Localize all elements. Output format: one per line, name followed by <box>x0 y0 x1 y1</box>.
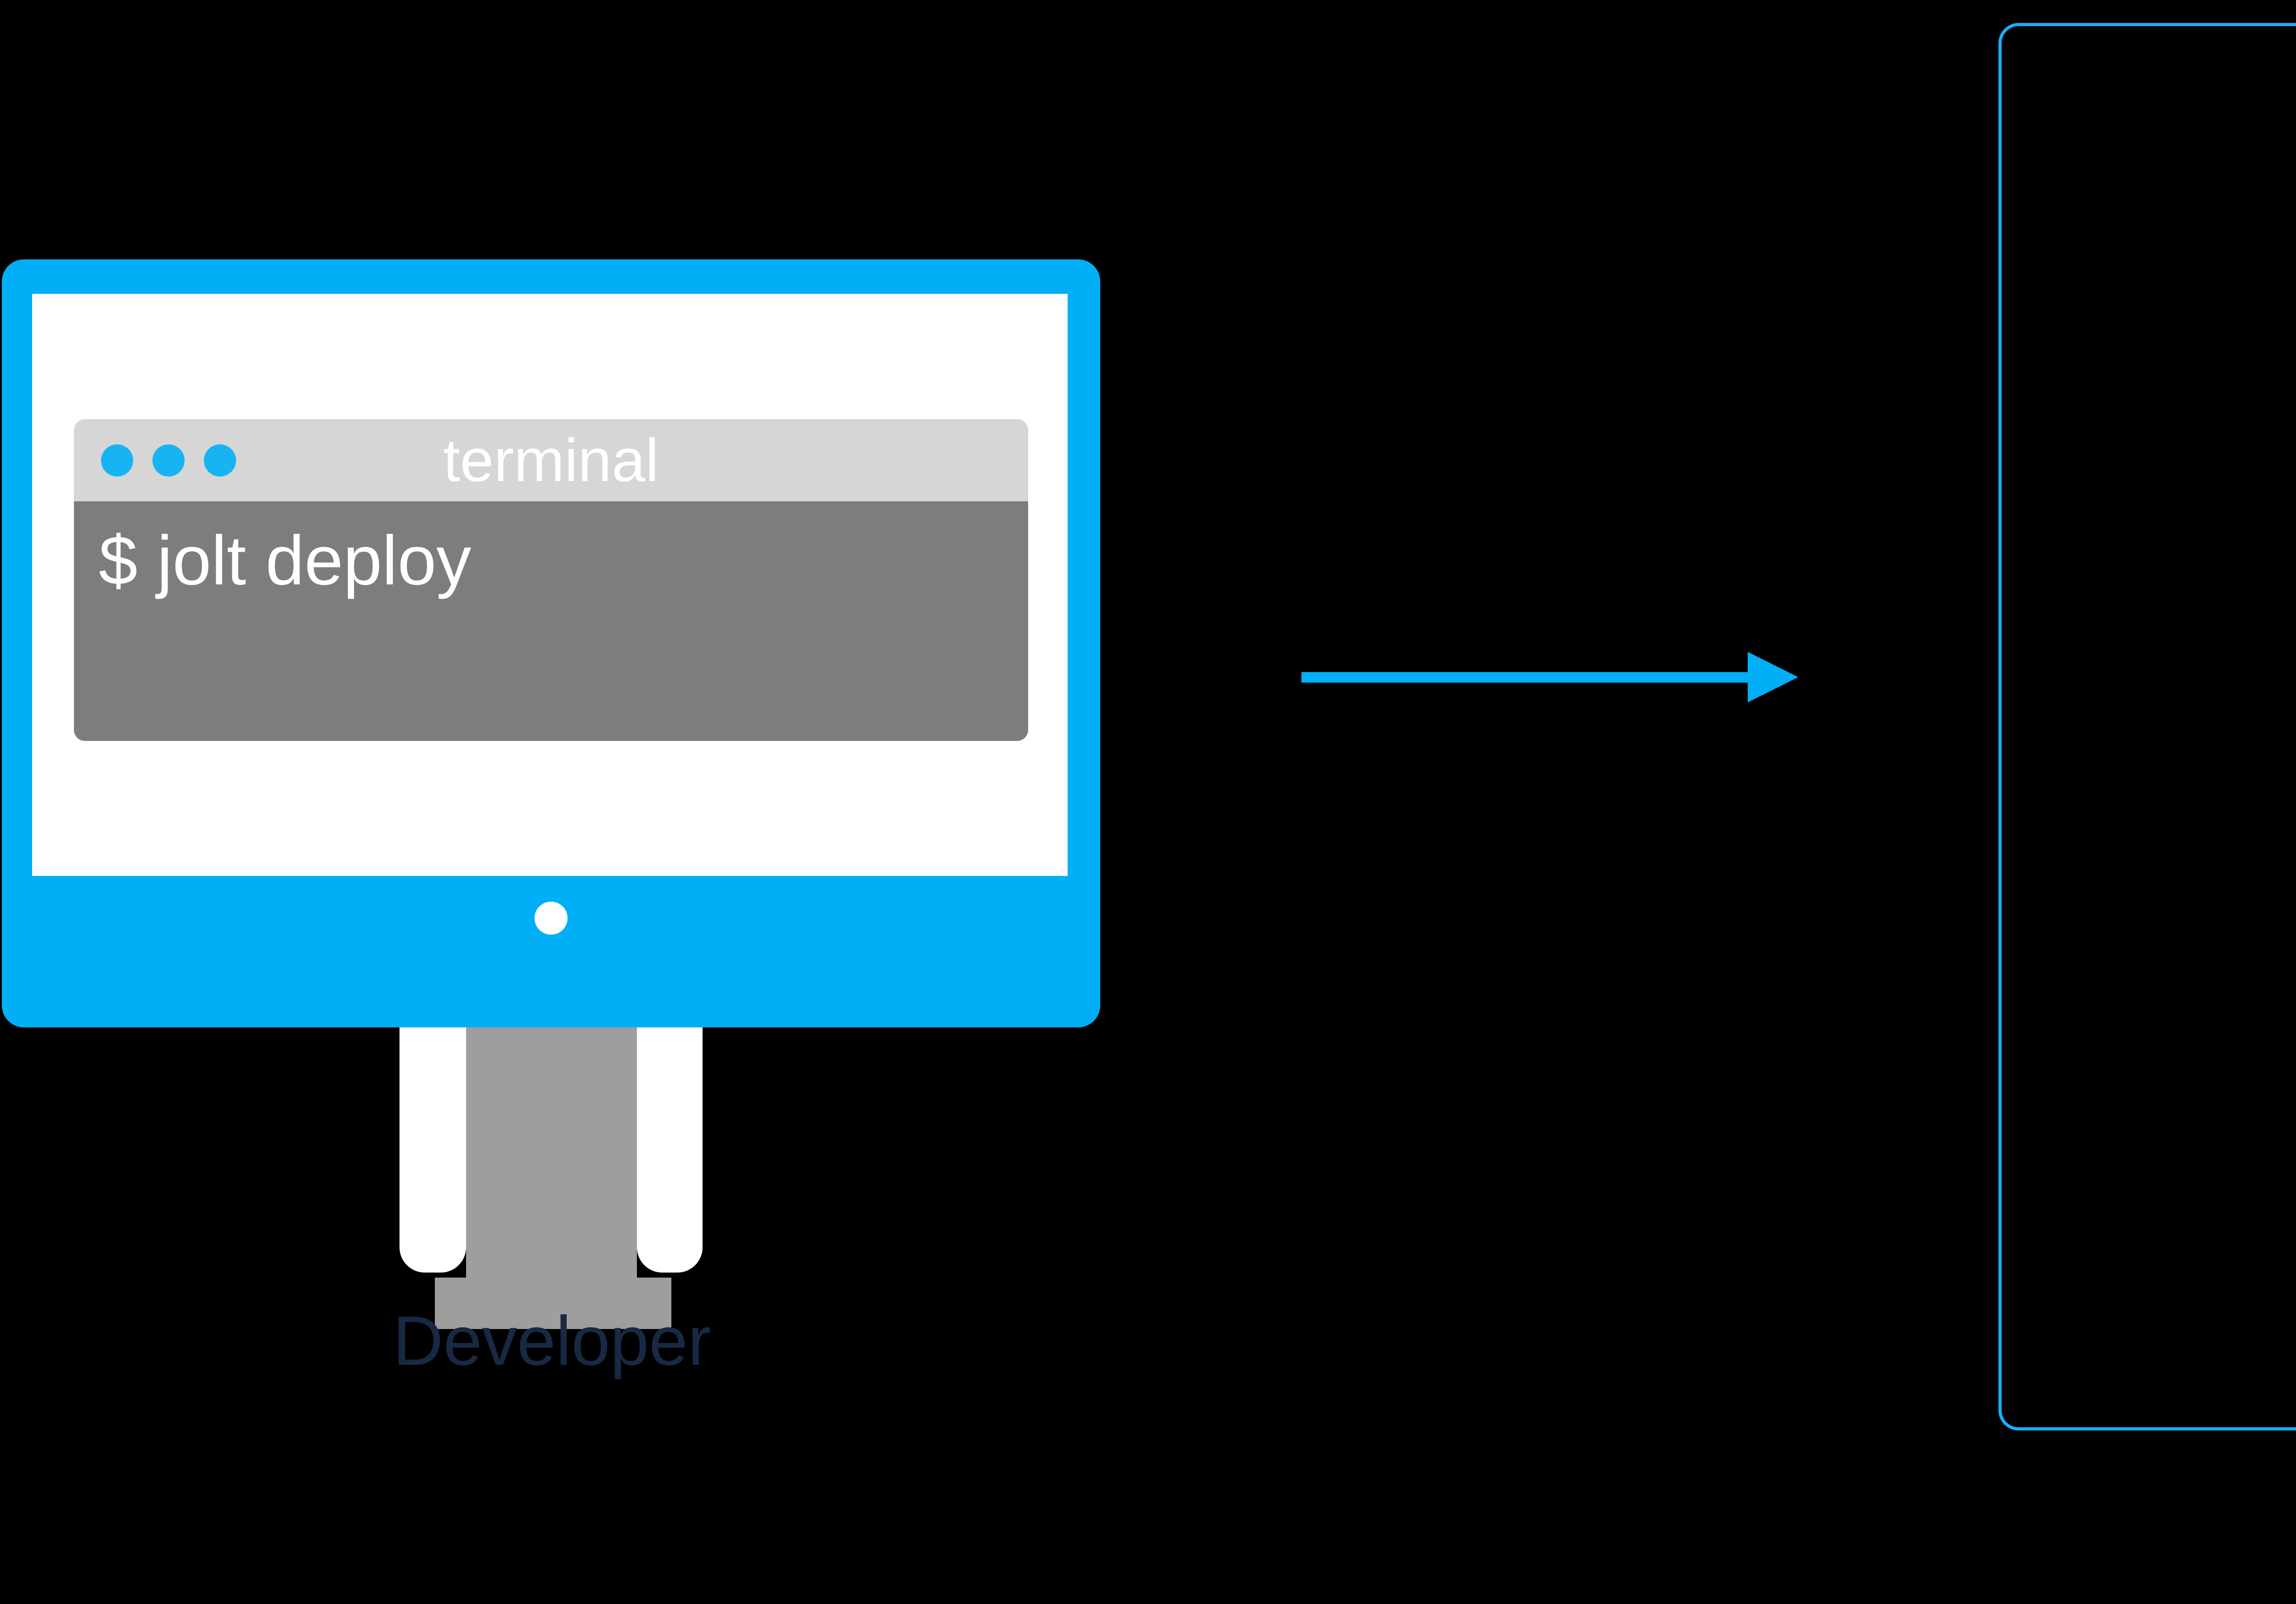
terminal-title: terminal <box>443 426 659 494</box>
window-dot-icon <box>204 444 236 477</box>
monitor-stand-neck <box>466 1027 637 1278</box>
monitor-stand-base <box>435 1278 671 1329</box>
developer-label: Developer <box>393 1302 711 1380</box>
flow-arrow-icon <box>1301 672 1751 683</box>
monitor-stand-leg-left <box>400 1027 466 1273</box>
window-dots-icon <box>101 444 236 477</box>
terminal-window: terminal $ jolt deploy <box>74 419 1028 741</box>
window-dot-icon <box>101 444 133 477</box>
window-dot-icon <box>152 444 185 477</box>
camera-dot-icon <box>535 902 568 935</box>
terminal-body: $ jolt deploy <box>74 501 1028 741</box>
terminal-command-line: $ jolt deploy <box>99 522 472 600</box>
monitor-stand-leg-right <box>637 1027 703 1273</box>
flow-arrow-head-icon <box>1748 652 1798 702</box>
terminal-titlebar: terminal <box>74 419 1028 501</box>
aws-cloud-box <box>1998 23 2296 1430</box>
